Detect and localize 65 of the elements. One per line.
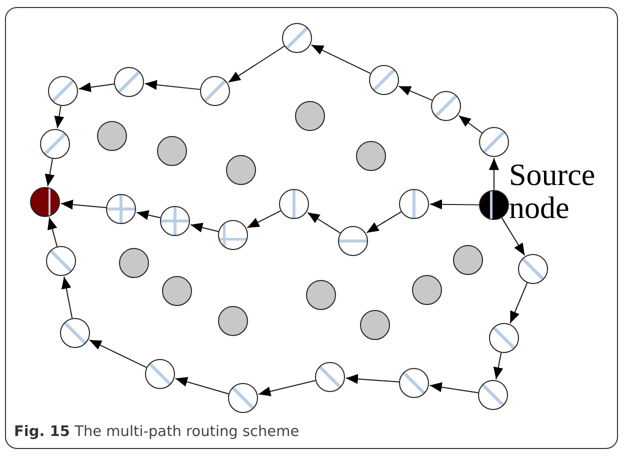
arrow: [54, 105, 64, 129]
arrow: [310, 44, 371, 74]
path-node-circle: [489, 323, 519, 353]
arrow: [88, 339, 147, 368]
arrow: [144, 80, 201, 90]
path-node-circle: [48, 76, 78, 106]
arrow: [60, 200, 107, 210]
idle-node-circle: [356, 141, 386, 171]
path-node-circle: [60, 318, 90, 348]
idle-node-circle: [226, 155, 256, 185]
path-node-circle: [46, 246, 76, 276]
path-node-circle: [279, 189, 309, 219]
path-node-circle: [218, 220, 248, 250]
path-node-circle: [315, 362, 345, 392]
arrow: [429, 382, 479, 394]
idle-node-circle: [306, 280, 336, 310]
arrow: [458, 115, 482, 134]
arrow: [366, 211, 402, 234]
arrow: [48, 216, 58, 248]
arrow: [345, 374, 400, 384]
path-node-circle: [399, 368, 429, 398]
node-label: Source node: [509, 158, 596, 224]
arrow: [228, 46, 285, 83]
arrow: [258, 380, 316, 396]
path-node-circle: [369, 65, 399, 95]
path-node-circle: [106, 194, 136, 224]
path-node-circle: [228, 383, 258, 413]
path-node-circle: [282, 23, 312, 53]
path-node-circle: [338, 226, 368, 256]
idle-node-circle: [453, 245, 483, 275]
arrow: [44, 158, 55, 187]
arrow: [510, 282, 528, 324]
idle-node-circle: [360, 310, 390, 340]
arrow: [501, 217, 526, 256]
path-node-circle: [431, 91, 461, 121]
arrow: [190, 222, 219, 232]
path-node-circle: [200, 76, 230, 106]
idle-node-circle: [97, 121, 127, 151]
arrow: [78, 82, 115, 92]
idle-node-circle: [162, 276, 192, 306]
path-node-circle: [399, 189, 429, 219]
arrow: [398, 86, 433, 101]
idle-node-circle: [295, 101, 325, 131]
idle-node-circle: [119, 248, 149, 278]
idle-node-circle: [157, 136, 187, 166]
path-node-circle: [40, 129, 70, 159]
source-node-circle: [479, 190, 509, 220]
path-node-circle: [479, 127, 509, 157]
destination-node-circle: [30, 187, 60, 217]
arrow: [136, 210, 161, 220]
arrow: [493, 352, 504, 380]
path-node-circle: [160, 206, 190, 236]
path-node-circle: [478, 380, 508, 410]
idle-node-circle: [218, 306, 248, 336]
arrow: [307, 212, 341, 234]
idle-node-circle: [412, 275, 442, 305]
arrow: [489, 158, 499, 190]
arrow: [174, 376, 230, 394]
figure-caption: Fig. 15 The multi-path routing scheme: [14, 424, 300, 440]
path-node-circle: [518, 254, 548, 284]
arrow: [246, 210, 282, 228]
path-node-circle: [114, 67, 144, 97]
arrow: [61, 276, 73, 319]
path-node-circle: [145, 359, 175, 389]
arrow: [430, 199, 480, 210]
